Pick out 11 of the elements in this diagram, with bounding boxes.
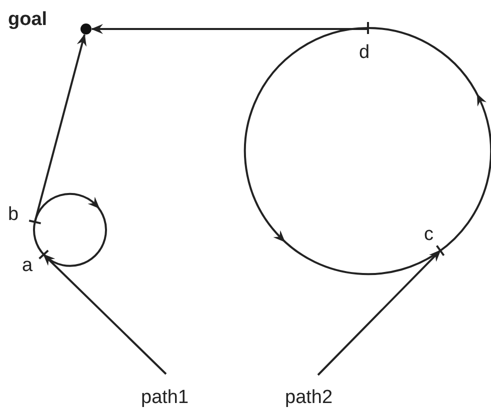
arrow xyxy=(42,254,167,375)
point-label: a xyxy=(22,256,33,275)
arrow xyxy=(91,24,368,34)
point-label: b xyxy=(8,205,19,224)
point-label: c xyxy=(424,225,434,244)
goal-label: goal xyxy=(8,9,48,30)
arrow xyxy=(34,34,87,222)
path-label: path2 xyxy=(285,388,333,407)
arrow xyxy=(317,250,442,376)
path-label: path1 xyxy=(141,388,189,407)
point-label: d xyxy=(359,43,370,62)
